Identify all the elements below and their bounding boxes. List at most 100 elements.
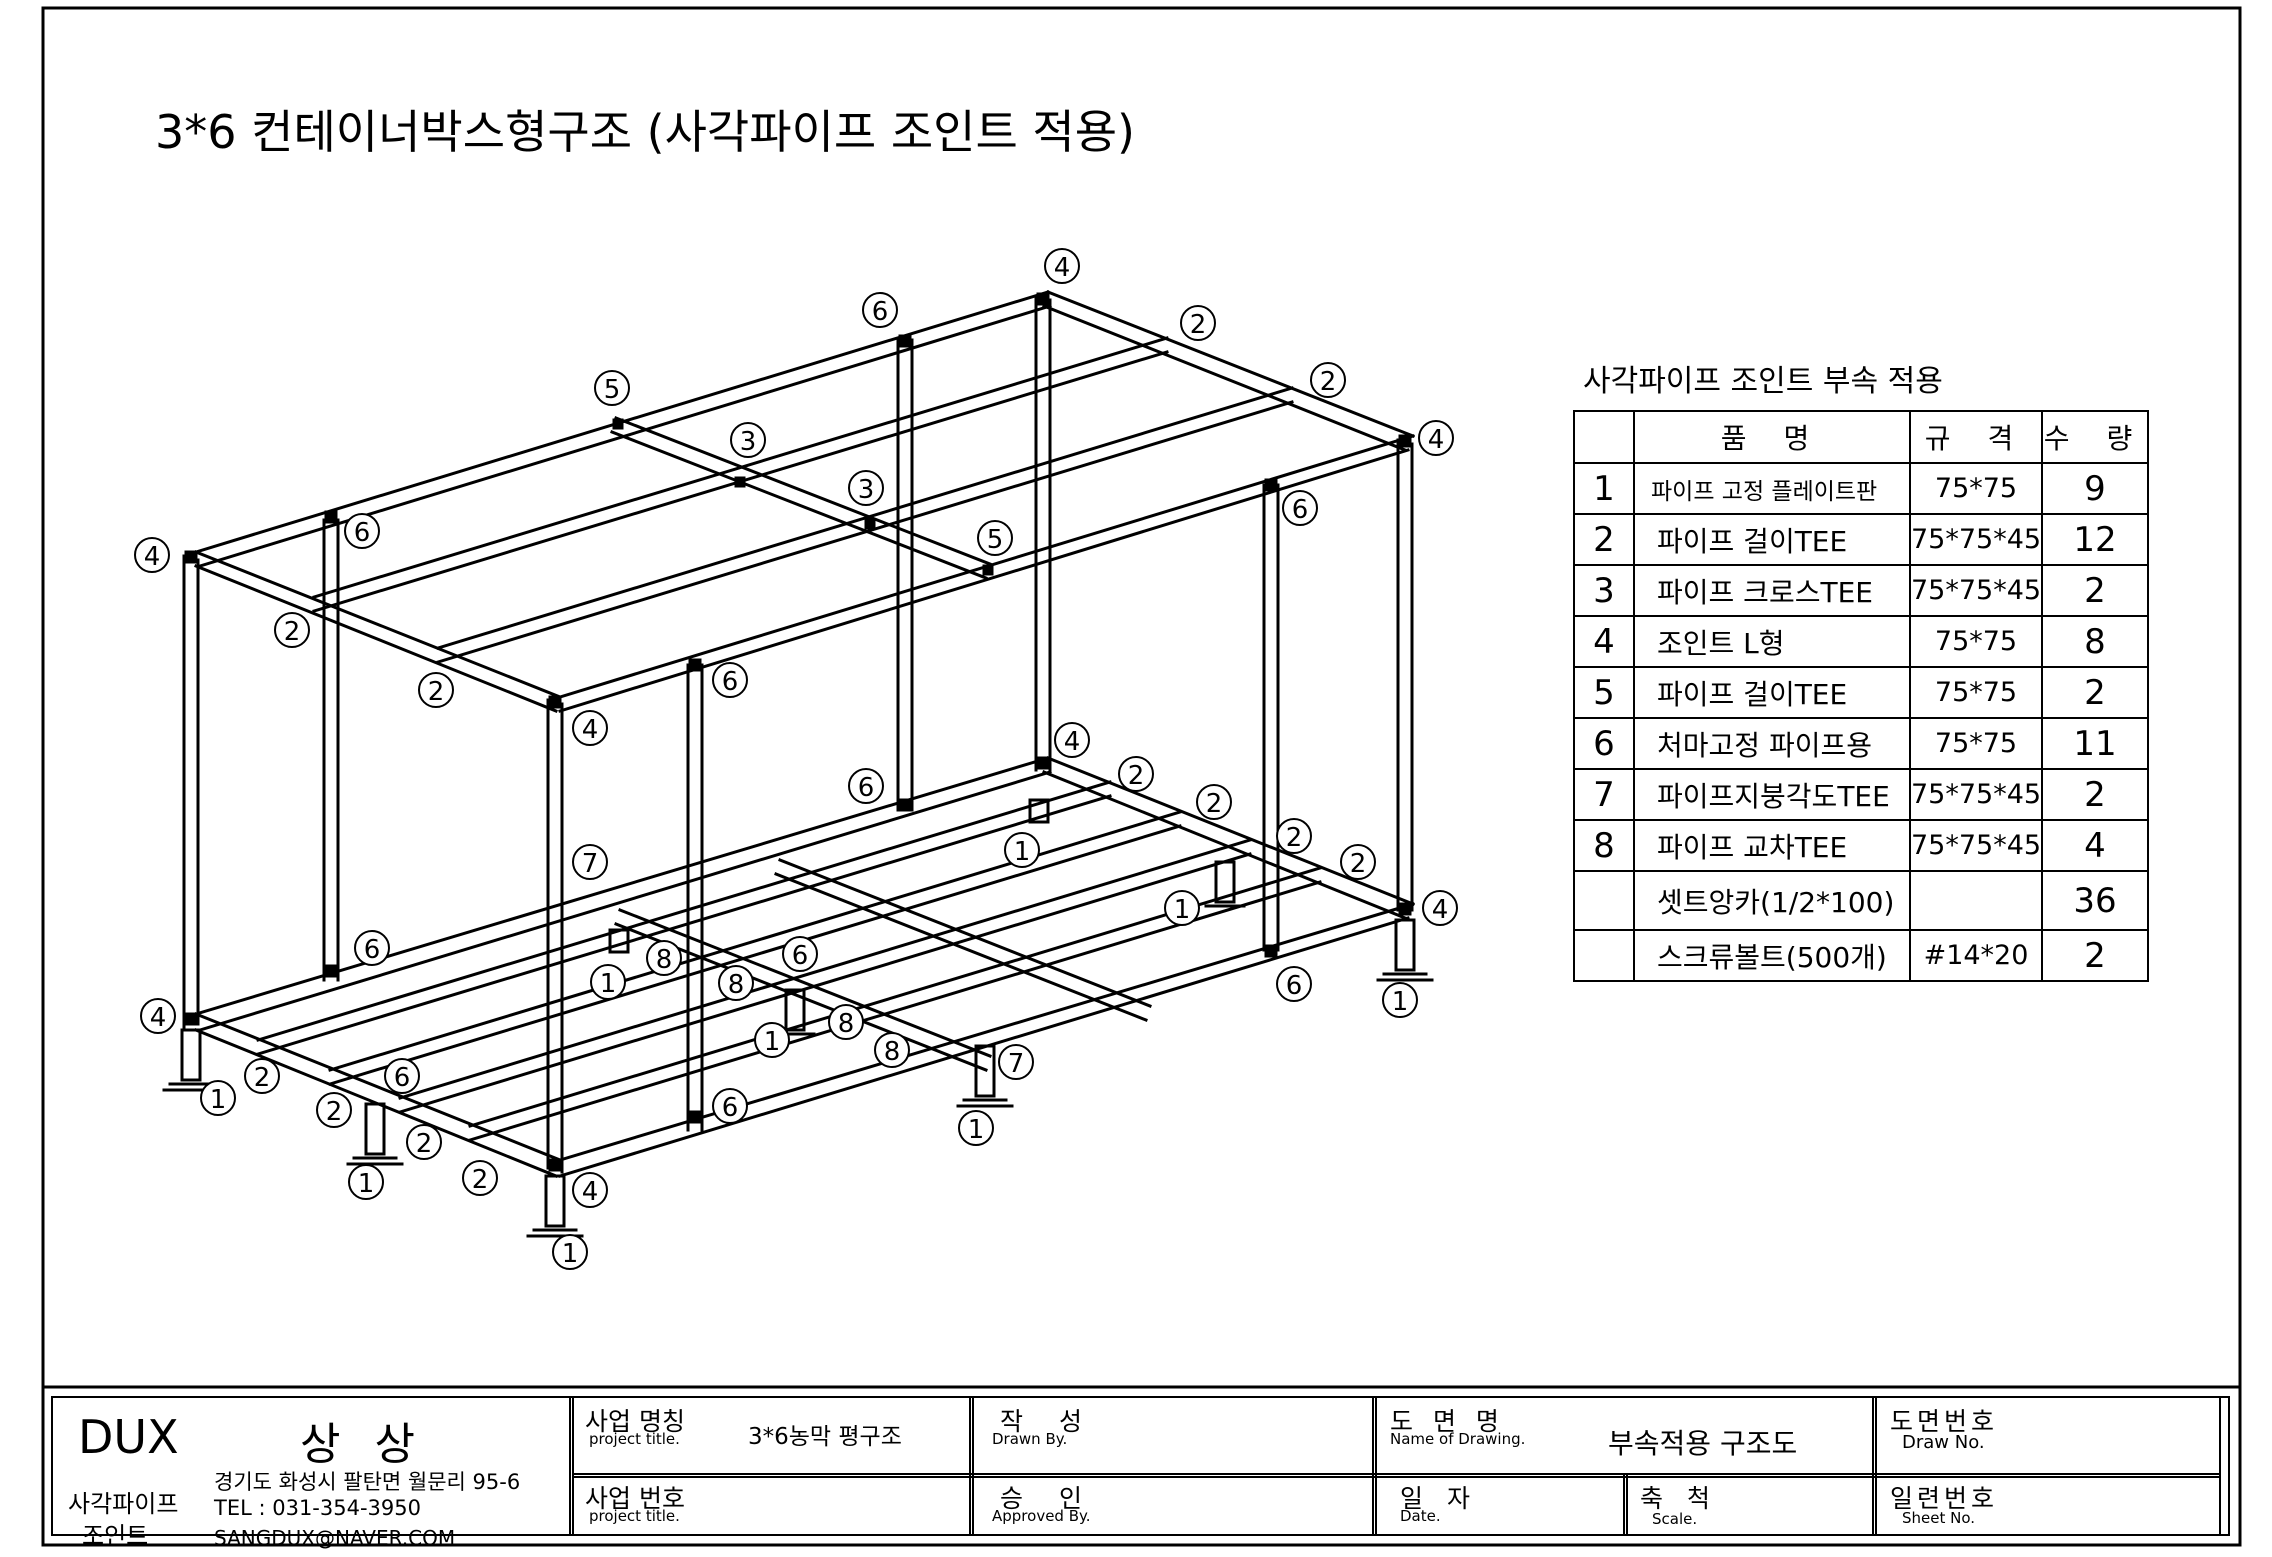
row-name: 파이프 교차TEE — [1633, 819, 1911, 872]
parts-table-title: 사각파이프 조인트 부속 적용 — [1583, 364, 1943, 399]
row-qty: 9 — [2041, 462, 2149, 515]
drawing-name-sub: Name of Drawing. — [1390, 1430, 1526, 1448]
draw-no-label: 도면번호 — [1890, 1407, 1999, 1436]
svg-text:1: 1 — [968, 1115, 985, 1145]
svg-text:4: 4 — [1054, 253, 1071, 283]
drawn-by-sub: Drawn By. — [992, 1430, 1068, 1448]
svg-text:6: 6 — [792, 941, 809, 971]
project-name-sub: project title. — [589, 1430, 680, 1448]
project-no-sub: project title. — [589, 1507, 680, 1525]
header-qty: 수 량 — [2041, 410, 2149, 464]
row-name: 파이프 크로스TEE — [1633, 564, 1911, 617]
svg-text:8: 8 — [884, 1037, 901, 1067]
brand-logo-text: DUX — [78, 1410, 179, 1464]
category-line1: 사각파이프 — [68, 1490, 179, 1518]
project-name-value: 3*6농막 평구조 — [748, 1424, 902, 1450]
parts-table-header: 품 명 규 격 수 량 — [1573, 410, 2149, 464]
row-no: 4 — [1573, 615, 1635, 668]
header-spec: 규 격 — [1909, 410, 2043, 464]
table-row: 1 파이프 고정 플레이트판 75*75 9 — [1573, 462, 2149, 515]
row-name: 처마고정 파이프용 — [1633, 717, 1911, 770]
row-no: 5 — [1573, 666, 1635, 719]
row-spec: 75*75*45 — [1909, 513, 2043, 566]
top-frame — [194, 290, 1415, 713]
parts-table: 품 명 규 격 수 량 1 파이프 고정 플레이트판 75*75 9 2 파이프… — [1573, 410, 2149, 982]
draw-no-sub: Draw No. — [1902, 1432, 1985, 1453]
svg-text:2: 2 — [1286, 823, 1303, 853]
company-tel: TEL : 031-354-3950 — [214, 1496, 421, 1520]
svg-text:4: 4 — [582, 1177, 599, 1207]
row-qty: 2 — [2041, 929, 2149, 982]
svg-text:2: 2 — [284, 617, 301, 647]
row-name: 스크류볼트(500개) — [1633, 929, 1911, 982]
scale-sub: Scale. — [1652, 1510, 1698, 1528]
svg-text:4: 4 — [1432, 895, 1449, 925]
table-row: 4 조인트 L형 75*75 8 — [1573, 615, 2149, 668]
table-row: 5 파이프 걸이TEE 75*75 2 — [1573, 666, 2149, 719]
svg-text:1: 1 — [1392, 987, 1409, 1017]
row-no: 7 — [1573, 768, 1635, 821]
svg-text:6: 6 — [394, 1063, 411, 1093]
svg-text:4: 4 — [144, 542, 161, 572]
svg-text:1: 1 — [600, 969, 617, 999]
svg-text:1: 1 — [1174, 895, 1191, 925]
svg-text:1: 1 — [1014, 837, 1031, 867]
row-spec: 75*75*45 — [1909, 768, 2043, 821]
row-no: 6 — [1573, 717, 1635, 770]
table-row: 3 파이프 크로스TEE 75*75*45 2 — [1573, 564, 2149, 617]
drawing-title: 3*6 컨테이너박스형구조 (사각파이프 조인트 적용) — [155, 105, 1135, 159]
row-spec: 75*75 — [1909, 717, 2043, 770]
row-name: 조인트 L형 — [1633, 615, 1911, 668]
drawn-by-label: 작 성 — [1000, 1407, 1096, 1436]
row-name: 파이프 걸이TEE — [1633, 513, 1911, 566]
category-line2: 조인트 — [82, 1522, 149, 1550]
row-qty: 2 — [2041, 564, 2149, 617]
svg-text:2: 2 — [1320, 367, 1337, 397]
row-no: 8 — [1573, 819, 1635, 872]
table-row: 7 파이프지붕각도TEE 75*75*45 2 — [1573, 768, 2149, 821]
company-address: 경기도 화성시 팔탄면 월문리 95-6 — [214, 1470, 521, 1494]
table-row: 셋트앙카(1/2*100) 36 — [1573, 870, 2149, 931]
scale-label: 축 척 — [1640, 1484, 1718, 1513]
svg-text:2: 2 — [1350, 849, 1367, 879]
table-row: 8 파이프 교차TEE 75*75*45 4 — [1573, 819, 2149, 872]
project-name-label: 사업 명칭 — [585, 1407, 685, 1436]
row-no: 2 — [1573, 513, 1635, 566]
svg-text:6: 6 — [1286, 971, 1303, 1001]
svg-text:8: 8 — [728, 970, 745, 1000]
svg-text:7: 7 — [1008, 1049, 1025, 1079]
row-spec: 75*75 — [1909, 462, 2043, 515]
svg-text:6: 6 — [364, 935, 381, 965]
svg-text:6: 6 — [722, 667, 739, 697]
row-qty: 2 — [2041, 768, 2149, 821]
svg-text:4: 4 — [1428, 425, 1445, 455]
row-no — [1573, 870, 1635, 931]
svg-text:5: 5 — [987, 525, 1004, 555]
table-row: 2 파이프 걸이TEE 75*75*45 12 — [1573, 513, 2149, 566]
row-spec: #14*20 — [1909, 929, 2043, 982]
header-no — [1573, 410, 1635, 464]
svg-text:3: 3 — [858, 475, 875, 505]
row-qty: 11 — [2041, 717, 2149, 770]
svg-text:2: 2 — [326, 1097, 343, 1127]
row-qty: 4 — [2041, 819, 2149, 872]
header-name: 품 명 — [1633, 410, 1911, 464]
row-spec: 75*75*45 — [1909, 564, 2043, 617]
row-qty: 2 — [2041, 666, 2149, 719]
posts — [182, 295, 1414, 1174]
row-name: 파이프 고정 플레이트판 — [1633, 462, 1911, 515]
svg-text:2: 2 — [1206, 789, 1223, 819]
drawing-name-label: 도 면 명 — [1390, 1407, 1505, 1436]
drawing-name-value: 부속적용 구조도 — [1608, 1427, 1798, 1460]
svg-text:8: 8 — [656, 945, 673, 975]
row-no: 3 — [1573, 564, 1635, 617]
svg-text:6: 6 — [872, 297, 889, 327]
project-no-label: 사업 번호 — [585, 1484, 685, 1513]
svg-text:6: 6 — [858, 773, 875, 803]
row-qty: 12 — [2041, 513, 2149, 566]
svg-text:7: 7 — [582, 849, 599, 879]
company-name: 상 상 — [300, 1419, 425, 1470]
svg-text:5: 5 — [604, 375, 621, 405]
sheet-no-label: 일련번호 — [1890, 1484, 1999, 1513]
